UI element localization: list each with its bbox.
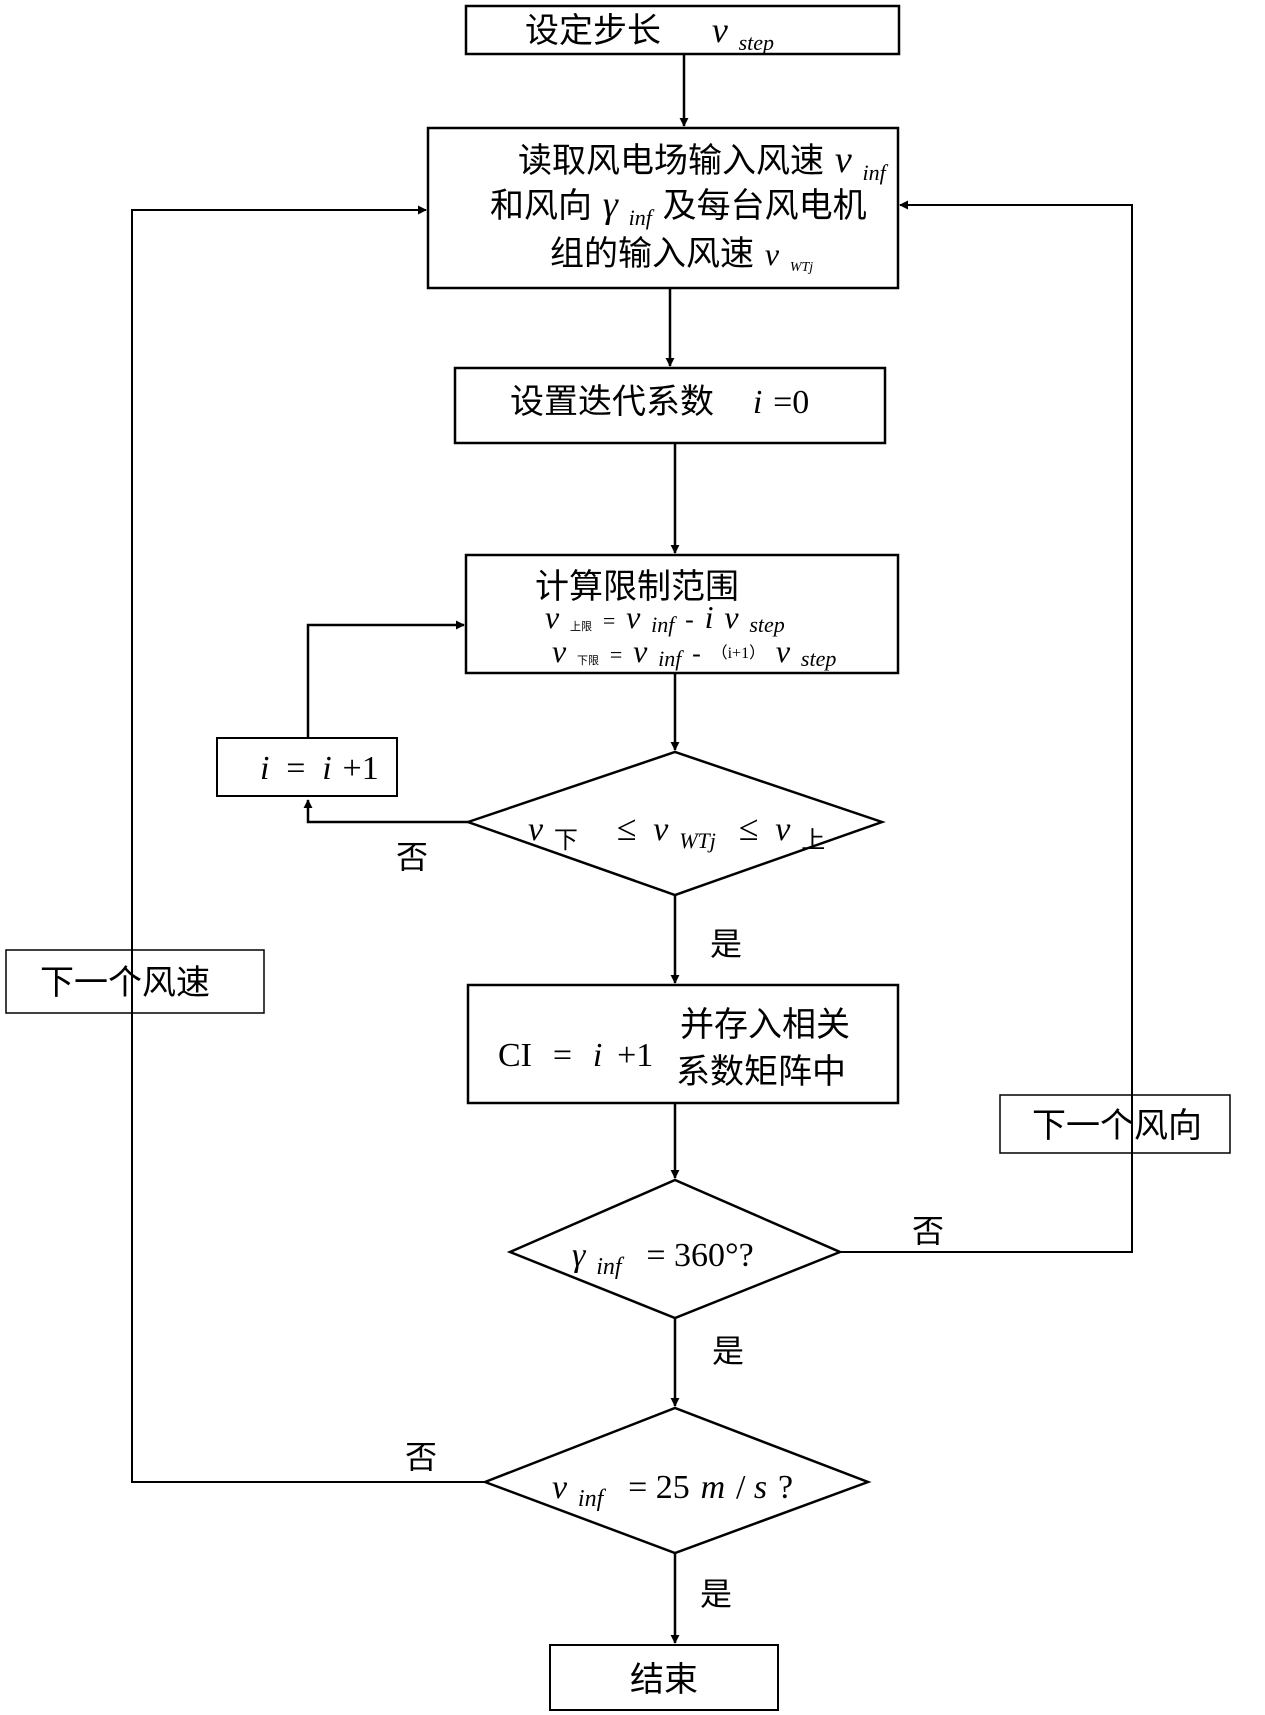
read-input-sub-gamma: inf bbox=[629, 205, 655, 230]
node-check-direction: γ inf = 360°? bbox=[510, 1180, 840, 1318]
lower-rhs-sub: inf bbox=[658, 646, 684, 671]
check-le1: ≤ bbox=[617, 808, 637, 848]
read-input-line1: 读取风电场输入风速 bbox=[518, 141, 824, 181]
store-ci-eq: = bbox=[553, 1037, 572, 1074]
svg-text:读取风电场输入风速 v inf: 读取风电场输入风速 v inf bbox=[518, 139, 889, 185]
set-iter-value: =0 bbox=[773, 384, 809, 421]
edge-speed-no-loop bbox=[132, 210, 485, 1482]
set-iter-label: 设置迭代系数 bbox=[510, 382, 714, 422]
store-ci-plus: +1 bbox=[617, 1037, 653, 1074]
svg-text:设置迭代系数 i =0: 设置迭代系数 i =0 bbox=[510, 382, 809, 422]
increment-lhs: i bbox=[260, 750, 269, 787]
speed-m: m bbox=[701, 1469, 726, 1506]
node-check-speed: v inf = 25 m / s ? bbox=[485, 1408, 868, 1553]
speed-sub: inf bbox=[578, 1486, 607, 1512]
lower-rhs2-var: v bbox=[776, 633, 791, 669]
end-label: 结束 bbox=[630, 1660, 698, 1700]
increment-rhs-i: i bbox=[322, 750, 331, 787]
lower-rhs-var: v bbox=[633, 633, 648, 669]
read-input-line2-post: 及每台风电机 bbox=[663, 186, 867, 226]
speed-eq: = 25 bbox=[628, 1469, 690, 1506]
set-step-var: v bbox=[712, 10, 728, 50]
upper-i: i bbox=[705, 599, 714, 635]
node-next-speed: 下一个风速 bbox=[6, 950, 264, 1013]
node-set-step: 设定步长 v step bbox=[466, 6, 899, 55]
store-ci-line1: 并存入相关 bbox=[680, 1005, 850, 1045]
edge-check-no-to-increment bbox=[308, 800, 468, 822]
check-v-mid: v bbox=[653, 811, 669, 848]
svg-text:组的输入风速 v WTj: 组的输入风速 v WTj bbox=[550, 234, 813, 275]
edge-increment-to-range bbox=[308, 625, 464, 738]
read-input-sub-wtj: WTj bbox=[790, 260, 813, 275]
check-le2: ≤ bbox=[739, 808, 759, 848]
next-speed-label: 下一个风速 bbox=[40, 963, 210, 1003]
label-direction-no: 否 bbox=[912, 1212, 944, 1250]
label-speed-yes: 是 bbox=[700, 1575, 732, 1613]
upper-var: v bbox=[545, 599, 560, 635]
label-range-yes: 是 bbox=[710, 925, 742, 963]
node-read-input: 读取风电场输入风速 v inf 和风向 γ inf 及每台风电机 组的输入风速 … bbox=[428, 128, 898, 288]
lower-minus: - bbox=[692, 639, 701, 668]
check-v-upper: v bbox=[775, 811, 791, 848]
upper-eq: = bbox=[603, 608, 615, 633]
check-v-lower: v bbox=[528, 811, 544, 848]
increment-rhs-plus: +1 bbox=[343, 750, 379, 787]
label-direction-yes: 是 bbox=[712, 1332, 744, 1370]
check-v-lower-sub: 下 bbox=[554, 826, 578, 854]
label-speed-no: 否 bbox=[405, 1438, 437, 1476]
next-direction-label: 下一个风向 bbox=[1032, 1106, 1202, 1146]
increment-eq: = bbox=[286, 750, 305, 787]
node-increment: i = i +1 bbox=[217, 738, 397, 796]
speed-slash: / bbox=[736, 1469, 754, 1506]
direction-rhs: = 360°? bbox=[646, 1237, 753, 1274]
svg-text:设定步长 v step: 设定步长 v step bbox=[525, 10, 774, 55]
node-set-iteration: 设置迭代系数 i =0 bbox=[455, 368, 885, 443]
node-end: 结束 bbox=[550, 1645, 778, 1710]
read-input-var-gamma: γ bbox=[603, 184, 619, 226]
direction-var: γ bbox=[572, 1237, 587, 1274]
read-input-sub-inf: inf bbox=[863, 160, 889, 185]
lower-paren: （i+1） bbox=[712, 644, 765, 662]
node-next-direction: 下一个风向 bbox=[1000, 1095, 1230, 1153]
check-v-mid-sub: WTj bbox=[679, 828, 716, 853]
lower-sub: 下限 bbox=[577, 654, 599, 667]
read-input-var-vwt: v bbox=[765, 236, 780, 272]
store-ci-i: i bbox=[593, 1037, 602, 1074]
upper-rhs-var: v bbox=[626, 599, 641, 635]
speed-q: ? bbox=[778, 1469, 793, 1506]
set-iter-var: i bbox=[753, 384, 762, 421]
lower-rhs2-sub: step bbox=[801, 646, 836, 671]
label-range-no: 否 bbox=[396, 838, 428, 876]
store-ci-ci: CI bbox=[498, 1037, 532, 1074]
node-compute-range: 计算限制范围 v 上限 = v inf - i v step v 下限 = v … bbox=[466, 555, 898, 675]
lower-var: v bbox=[552, 633, 567, 669]
upper-rhs2-var: v bbox=[724, 599, 739, 635]
speed-var: v bbox=[552, 1469, 568, 1506]
node-store-ci: CI = i +1 并存入相关 系数矩阵中 bbox=[468, 985, 898, 1103]
check-v-upper-sub: 上 bbox=[801, 826, 825, 854]
speed-s: s bbox=[754, 1469, 767, 1506]
set-step-label: 设定步长 bbox=[525, 11, 661, 51]
lower-eq: = bbox=[610, 642, 622, 667]
store-ci-line2: 系数矩阵中 bbox=[676, 1052, 846, 1092]
set-step-sub: step bbox=[739, 30, 774, 55]
upper-minus: - bbox=[685, 605, 694, 634]
svg-text:CI = i +1: CI = i +1 bbox=[498, 1035, 653, 1075]
node-check-range: v 下 ≤ v WTj ≤ v 上 bbox=[468, 752, 882, 895]
read-input-line3: 组的输入风速 bbox=[550, 234, 754, 274]
direction-sub: inf bbox=[596, 1254, 625, 1280]
read-input-line2-pre: 和风向 bbox=[490, 186, 592, 226]
read-input-var-v: v bbox=[835, 139, 852, 181]
